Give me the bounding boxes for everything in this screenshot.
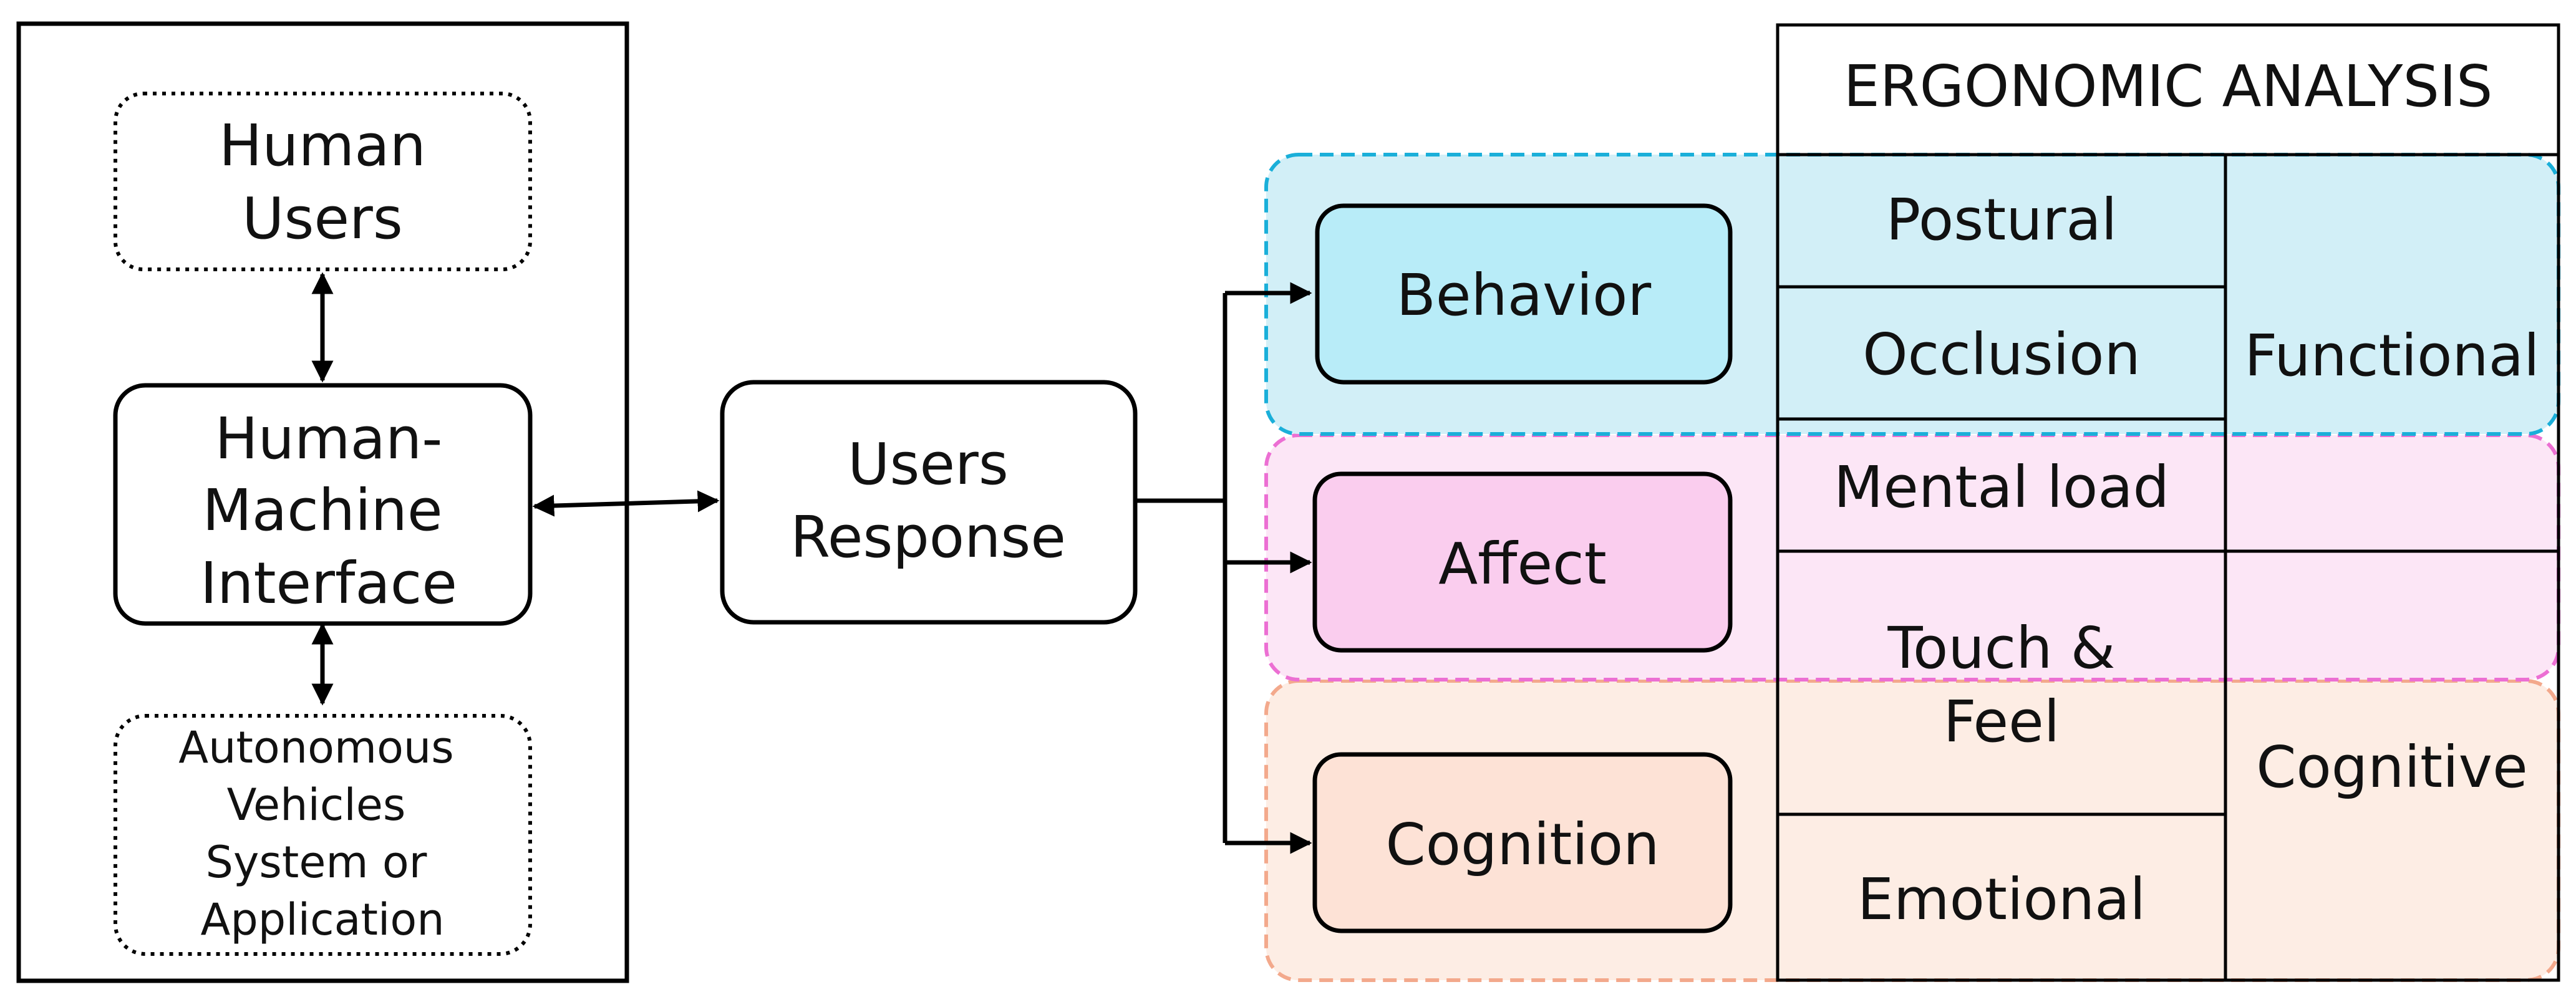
- postural-label: Postural: [1886, 186, 2118, 253]
- functional-category-label: Functional: [2244, 322, 2539, 389]
- cognition-label: Cognition: [1385, 811, 1659, 878]
- emotional-label: Emotional: [1857, 866, 2146, 933]
- hmi-label-line2: Machine: [202, 477, 442, 544]
- human-users-label-line2: Users: [242, 185, 403, 252]
- affect-label: Affect: [1438, 531, 1607, 597]
- users-response-label-line1: Users: [848, 431, 1009, 498]
- touch-feel-label-line1: Touch &: [1887, 615, 2115, 682]
- occlusion-label: Occlusion: [1862, 321, 2141, 388]
- behavior-box: [1315, 203, 1733, 385]
- cognitive-category-label: Cognitive: [2256, 734, 2527, 801]
- human-users-box: [114, 92, 532, 271]
- av-system-box: [114, 714, 532, 956]
- users-response-label-line2: Response: [790, 504, 1066, 571]
- av-system-label-line3: System or: [206, 837, 427, 888]
- mental-load-label: Mental load: [1834, 454, 2169, 521]
- cognition-box: [1312, 752, 1733, 933]
- human-users-label-line1: Human: [219, 112, 426, 179]
- av-system-label-line2: Vehicles: [227, 779, 406, 831]
- users-response-box: [720, 380, 1138, 625]
- affect-box: [1312, 471, 1733, 653]
- hmi-label-line1: Human-: [215, 405, 443, 472]
- behavior-label: Behavior: [1397, 262, 1652, 329]
- ergonomic-analysis-header: ERGONOMIC ANALYSIS: [1844, 53, 2493, 120]
- ergonomic-analysis-table: [1776, 23, 2560, 982]
- hmi-users-response-arrow: [532, 490, 720, 517]
- av-system-label-line1: Autonomous: [178, 722, 454, 773]
- hmi-label-line3: Interface: [200, 550, 457, 617]
- touch-feel-label-line2: Feel: [1944, 688, 2060, 755]
- response-branch-connector: [1135, 282, 1312, 854]
- av-system-label-line4: Application: [200, 894, 444, 945]
